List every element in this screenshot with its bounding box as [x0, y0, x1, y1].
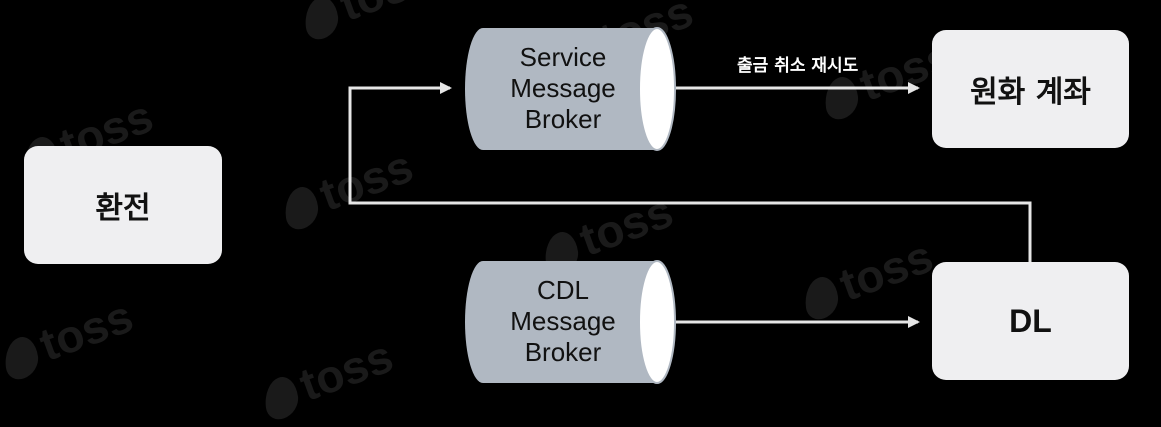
dl-node-label: DL: [1009, 302, 1052, 339]
exchange-node: 환전: [24, 146, 222, 264]
krw-account-node-label: 원화 계좌: [970, 75, 1091, 110]
dl-node: DL: [932, 262, 1129, 380]
service-message-broker-label: Service Message Broker: [510, 41, 616, 134]
exchange-node-label: 환전: [95, 191, 151, 226]
cylinder-shape: [465, 27, 676, 151]
cylinder-shape: [465, 260, 676, 384]
service-message-broker: Service Message Broker: [463, 27, 677, 151]
cdl-message-broker: CDL Message Broker: [463, 260, 677, 384]
retry-withdrawal-cancel-label: 출금 취소 재시도: [737, 56, 859, 76]
dl-to-service-broker-arrow: [348, 82, 1032, 262]
krw-account-node: 원화 계좌: [932, 30, 1129, 148]
architecture-diagram: toss toss toss toss toss toss toss toss …: [2, 0, 1129, 424]
cdl-message-broker-label: CDL Message Broker: [510, 274, 616, 367]
connectors: [348, 82, 1032, 328]
